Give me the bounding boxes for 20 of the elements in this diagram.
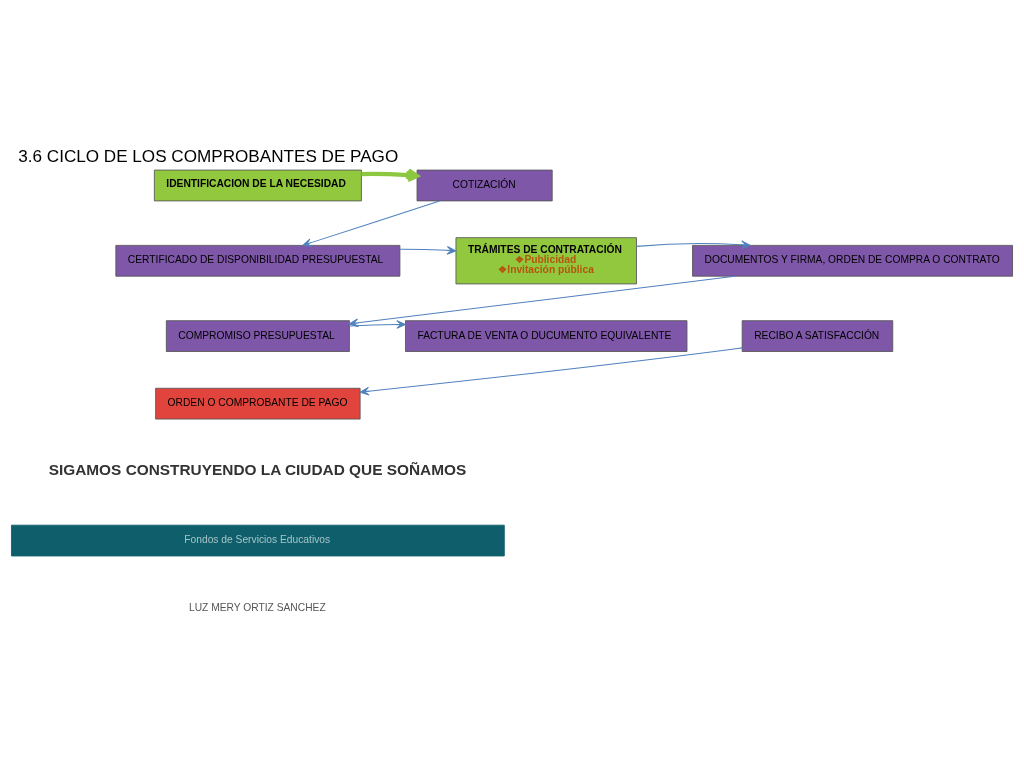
arrow (302, 200, 441, 247)
arrow (348, 275, 736, 328)
node-box: CERTIFICADO DE DISPONIBILIDAD PRESUPUESTAL (115, 244, 401, 277)
arrow (349, 320, 406, 329)
node-box: COTIZACIÓN (416, 169, 553, 202)
arrow (361, 168, 420, 183)
label: LUZ MERY ORTIZ SANCHEZ (189, 601, 326, 613)
arrow (399, 246, 457, 255)
node-box: DOCUMENTOS Y FIRMA, ORDEN DE COMPRA O CONTRATO (692, 244, 1013, 277)
label: Fondos de Servicios Educativos (184, 534, 331, 546)
node-box: FACTURA DE VENTA O DUCUMENTO EQUIVALENTE (405, 320, 688, 352)
node-box: ORDEN O COMPROBANTE DE PAGO (155, 387, 361, 420)
node-box: TRÁMITES DE CONTRATACIÓN ❖Publicidad ❖Invitación pública (455, 237, 637, 285)
node-box: IDENTIFICACION DE LA NECESIDAD (153, 169, 362, 202)
label: SIGAMOS CONSTRUYENDO LA CIUDAD QUE SOÑAMOS (48, 461, 467, 479)
arrow (359, 347, 743, 396)
arrow (636, 240, 751, 250)
diagram-title: 3.6 CICLO DE LOS COMPROBANTES DE PAGO (18, 146, 399, 166)
node-box: COMPROMISO PRESUPUESTAL (165, 320, 350, 352)
node-box: RECIBO A SATISFACCIÓN (741, 320, 894, 352)
